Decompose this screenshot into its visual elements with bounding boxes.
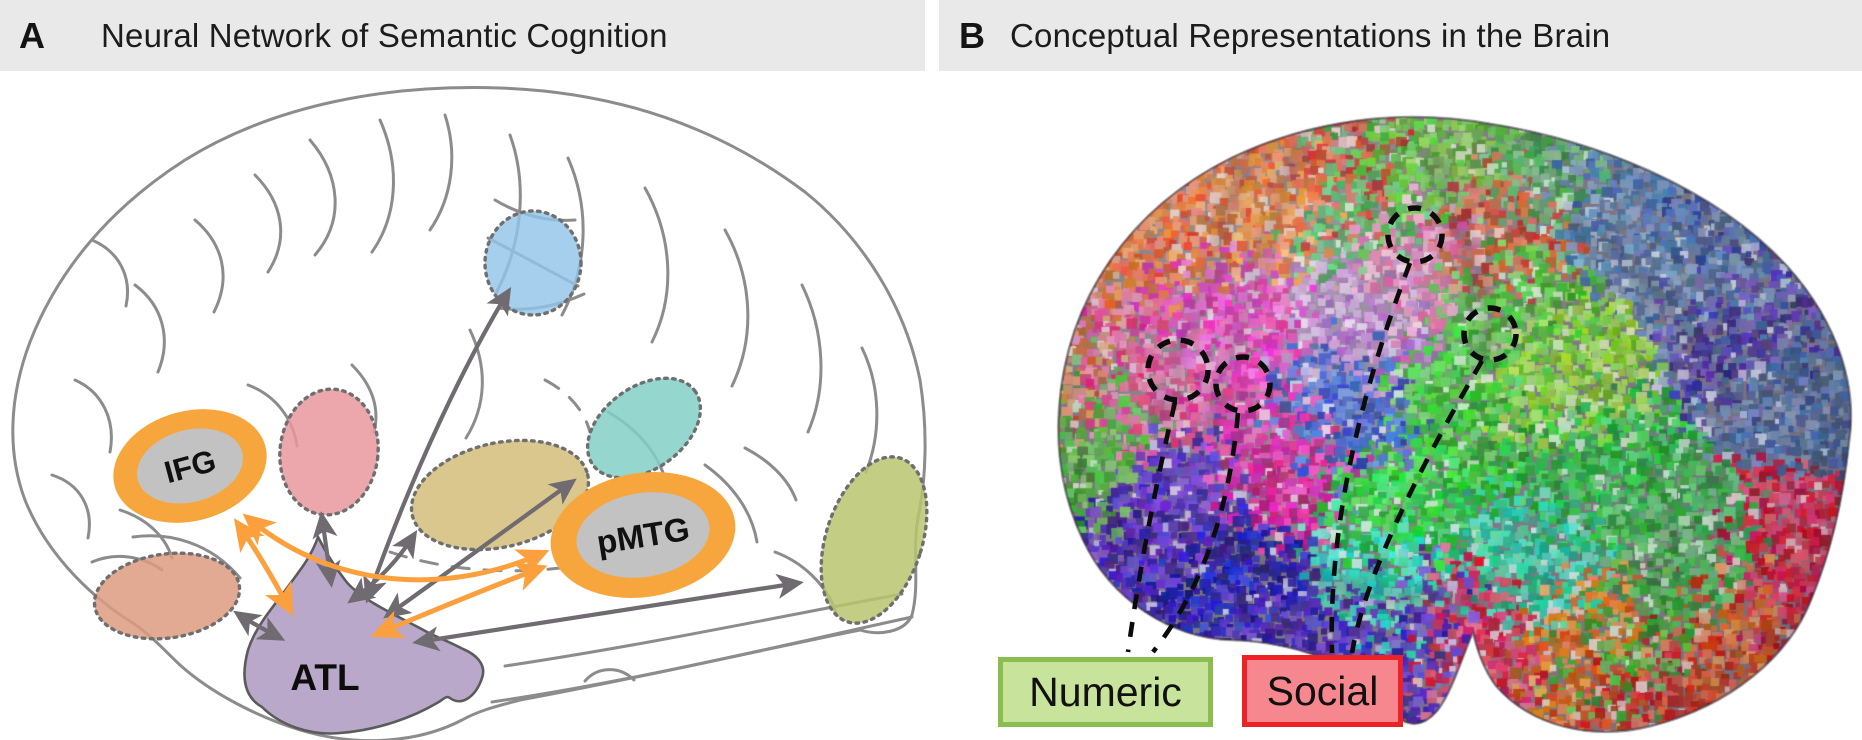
region-pmtg: pMTG (550, 472, 736, 598)
numeric-callout-line-2 (1151, 412, 1241, 654)
sulcus-line (860, 346, 879, 474)
numeric-legend-label: Numeric (1029, 668, 1182, 715)
brain-outline (11, 86, 927, 740)
sulcus-line (50, 473, 91, 540)
control-arrows (233, 513, 550, 639)
sulcus-line (73, 378, 113, 454)
sulcus-line (253, 173, 283, 274)
sulcus-line (560, 156, 585, 317)
numeric-callout-line-1 (1125, 401, 1178, 653)
sulcus-line (193, 218, 225, 314)
social-roi-circle-1 (1385, 205, 1445, 265)
panel-a-title: Neural Network of Semantic Cognition (101, 16, 668, 54)
region-olive (819, 455, 929, 625)
numeric-legend-box: Numeric (998, 657, 1213, 727)
panel-b-letter: B (959, 14, 985, 56)
roi-annotations (1125, 205, 1519, 654)
ifg-core (137, 428, 243, 504)
sulcus-line (583, 668, 636, 683)
sulcus-line (428, 113, 454, 232)
sulcus-line (370, 118, 395, 254)
sulcus-line (490, 615, 914, 704)
sulcus-line (133, 283, 166, 374)
sulcus-line (643, 186, 670, 344)
numeric-roi-circle-1 (1145, 337, 1211, 403)
panel-a-header: A Neural Network of Semantic Cognition (0, 0, 925, 71)
panel-b-title: Conceptual Representations in the Brain (1010, 16, 1611, 54)
arrow-atl-pmtg (370, 562, 548, 639)
pmtg-core (576, 492, 710, 578)
semantic-network-diagram: IFG pMTG ATL (11, 86, 929, 740)
social-legend-label: Social (1266, 667, 1379, 714)
region-teal (585, 376, 703, 480)
sulcus-line (90, 238, 129, 308)
social-roi-circle-2 (1461, 305, 1519, 363)
sulcus-line (723, 228, 750, 388)
conceptual-map-panel (931, 80, 1862, 740)
sulcus-line (118, 508, 174, 560)
panel-a-letter: A (19, 14, 45, 56)
social-callout-line-2 (1349, 359, 1484, 654)
sulcus-line (703, 463, 759, 544)
panel-b-header: B Conceptual Representations in the Brai… (939, 0, 1862, 71)
numeric-roi-circle-2 (1213, 354, 1273, 414)
atl-label: ATL (290, 657, 359, 698)
region-ifg: IFG (113, 409, 267, 523)
conceptual-brain-render (931, 80, 1862, 740)
sulcus-line (543, 378, 592, 434)
sulcus-line (308, 138, 337, 257)
region-blue (483, 209, 583, 317)
social-legend-box: Social (1242, 655, 1403, 727)
sulcus-line (800, 283, 823, 434)
social-callout-line-1 (1329, 262, 1413, 654)
sulcus-line (743, 446, 798, 502)
